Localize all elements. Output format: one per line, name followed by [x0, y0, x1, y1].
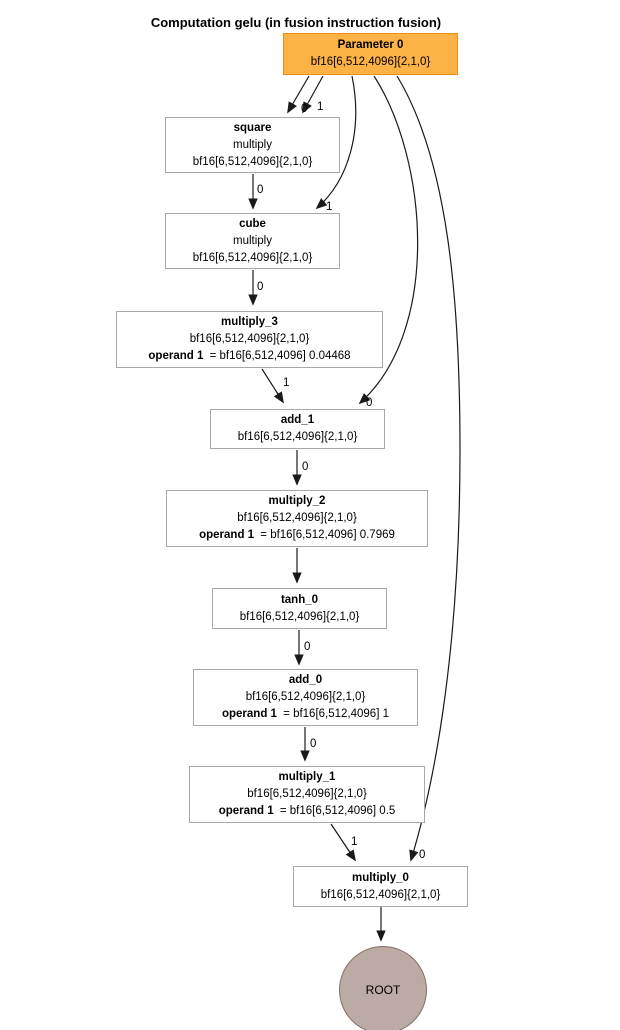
edge-label: 1 — [326, 201, 333, 213]
node-multiply-3: multiply_3 bf16[6,512,4096]{2,1,0} opera… — [116, 311, 383, 368]
edge-label: 0 — [310, 738, 317, 750]
operand-label: operand 1 — [221, 708, 277, 720]
node-root: ROOT — [339, 946, 427, 1030]
node-op: multiply — [233, 138, 272, 151]
edge-parameter0-cube — [315, 75, 357, 210]
node-shape: bf16[6,512,4096]{2,1,0} — [320, 888, 441, 901]
node-title: multiply_1 — [278, 771, 336, 783]
node-title: multiply_3 — [221, 316, 278, 328]
node-shape: bf16[6,512,4096]{2,1,0} — [245, 691, 366, 703]
node-title: square — [233, 121, 272, 134]
node-add-0: add_0 bf16[6,512,4096]{2,1,0} operand 1 … — [193, 669, 418, 726]
node-title: add_0 — [288, 674, 323, 686]
edge-label: 0 — [257, 184, 264, 196]
node-title: tanh_0 — [280, 593, 319, 606]
edge-label: 0 — [366, 397, 373, 409]
edge-label: 0 — [419, 849, 426, 861]
node-title: Parameter 0 — [337, 39, 404, 51]
node-shape: bf16[6,512,4096]{2,1,0} — [192, 155, 313, 168]
node-shape: bf16[6,512,4096]{2,1,0} — [239, 610, 360, 623]
edge-label: 0 — [304, 641, 311, 653]
graph-title: Computation gelu (in fusion instruction … — [150, 15, 442, 30]
operand-label: operand 1 — [199, 529, 255, 541]
node-shape: bf16[6,512,4096]{2,1,0} — [237, 431, 358, 443]
edge-label: 1 — [351, 836, 358, 848]
node-square: square multiply bf16[6,512,4096]{2,1,0} — [165, 117, 340, 173]
node-op: multiply — [233, 234, 272, 247]
node-multiply-2: multiply_2 bf16[6,512,4096]{2,1,0} opera… — [166, 490, 428, 547]
node-title: add_1 — [280, 414, 315, 426]
node-shape: bf16[6,512,4096]{2,1,0} — [189, 333, 310, 345]
operand-value: = bf16[6,512,4096] 0.7969 — [260, 529, 395, 541]
edge-label: 1 — [283, 377, 290, 389]
operand-value: = bf16[6,512,4096] 0.04468 — [209, 350, 351, 362]
edge-label: 0 — [257, 281, 264, 293]
edge-parameter0-add1 — [358, 75, 419, 405]
node-title: multiply_2 — [268, 495, 326, 507]
operand-label: operand 1 — [218, 805, 274, 817]
root-label: ROOT — [365, 983, 401, 997]
node-multiply-1: multiply_1 bf16[6,512,4096]{2,1,0} opera… — [189, 766, 425, 823]
node-operand: operand 1 = bf16[6,512,4096] 1 — [222, 706, 389, 723]
edge-label: 0 — [302, 461, 309, 473]
node-title: cube — [239, 217, 266, 230]
edge-multiply3-add1 — [261, 368, 284, 404]
operand-value: = bf16[6,512,4096] 0.5 — [279, 805, 396, 817]
operand-label: operand 1 — [148, 350, 204, 362]
edge-parameter0-square-1 — [302, 75, 324, 114]
node-operand: operand 1 = bf16[6,512,4096] 0.5 — [219, 803, 396, 820]
node-operand: operand 1 = bf16[6,512,4096] 0.7969 — [199, 527, 395, 544]
node-multiply-0: multiply_0 bf16[6,512,4096]{2,1,0} — [293, 866, 468, 907]
edge-label: 0 — [301, 103, 308, 115]
node-tanh-0: tanh_0 bf16[6,512,4096]{2,1,0} — [212, 588, 387, 629]
operand-value: = bf16[6,512,4096] 1 — [283, 708, 389, 720]
node-shape: bf16[6,512,4096]{2,1,0} — [247, 788, 367, 800]
node-cube: cube multiply bf16[6,512,4096]{2,1,0} — [165, 213, 340, 269]
node-operand: operand 1 = bf16[6,512,4096] 0.04468 — [148, 348, 350, 365]
edge-parameter0-multiply0 — [396, 75, 461, 862]
edge-label: 1 — [317, 101, 324, 113]
edge-multiply1-multiply0 — [330, 823, 356, 862]
node-shape: bf16[6,512,4096]{2,1,0} — [192, 251, 313, 264]
node-shape: bf16[6,512,4096]{2,1,0} — [310, 56, 431, 68]
node-add-1: add_1 bf16[6,512,4096]{2,1,0} — [210, 409, 385, 449]
node-title: multiply_0 — [352, 871, 409, 884]
edge-parameter0-square-0 — [287, 75, 310, 114]
node-shape: bf16[6,512,4096]{2,1,0} — [237, 512, 357, 524]
node-parameter-0: Parameter 0 bf16[6,512,4096]{2,1,0} — [283, 33, 458, 75]
